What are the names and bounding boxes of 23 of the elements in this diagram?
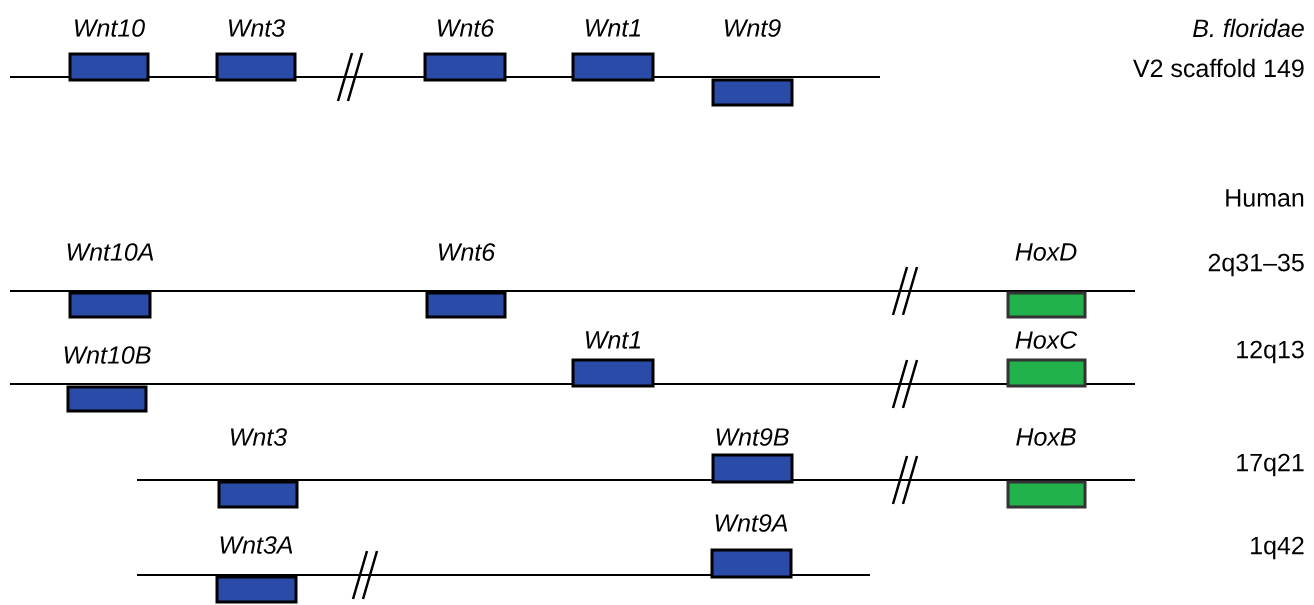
- gene-name: HoxB: [1016, 428, 1076, 446]
- gene-name: Wnt10A: [67, 243, 154, 261]
- gene-name: HoxC: [1015, 331, 1078, 349]
- gene-name: HoxD: [1015, 243, 1077, 261]
- track-label: 1q42: [1251, 536, 1304, 560]
- gene-name: Wnt9B: [716, 428, 789, 446]
- gene-name: Wnt3: [231, 428, 287, 446]
- gene-name: Wnt1: [586, 19, 641, 37]
- gene-name: Wnt6: [438, 19, 495, 37]
- gene-name: Wnt9A: [715, 514, 788, 532]
- gene-name: Wnt6: [439, 243, 496, 261]
- gene-name: Wnt10: [75, 19, 145, 37]
- gene-name: Wnt1: [586, 331, 641, 349]
- track-label: 12q13: [1237, 340, 1304, 364]
- gene-name: Wnt9: [725, 19, 781, 37]
- track-label: V2 scaffold 149: [1133, 58, 1304, 78]
- track-label: 2q31–35: [1208, 253, 1304, 277]
- gene-name: Wnt3A: [220, 536, 293, 554]
- track-label: Human: [1226, 189, 1304, 207]
- gene-name: Wnt3: [229, 19, 285, 37]
- gene-name: Wnt10B: [64, 346, 151, 364]
- track-label: 17q21: [1237, 453, 1304, 477]
- track-label: B. floridae: [1193, 18, 1304, 38]
